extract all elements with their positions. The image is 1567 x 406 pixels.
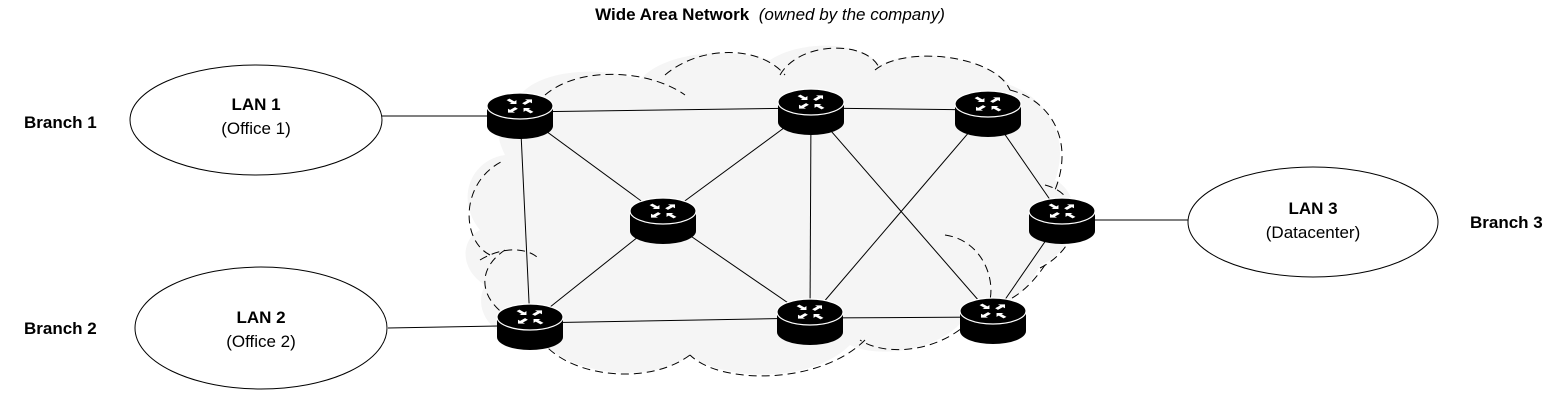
cloud-background xyxy=(465,45,1075,375)
cloud-outline-top xyxy=(544,73,686,96)
diagram-title: Wide Area Network (owned by the company) xyxy=(595,5,945,24)
cloud-outline-top4 xyxy=(874,55,1011,91)
routers xyxy=(486,88,1096,350)
title-main: Wide Area Network xyxy=(595,5,750,24)
lan-3-ellipse xyxy=(1187,166,1439,278)
title-sub: (owned by the company) xyxy=(759,5,945,24)
router-icon xyxy=(954,90,1022,137)
lan-2-desc: (Office 2) xyxy=(226,332,296,351)
cloud-outline-bottom-left xyxy=(544,344,691,375)
router-icon xyxy=(629,197,697,244)
lan-1: LAN 1 (Office 1) xyxy=(129,64,487,176)
router-icon xyxy=(959,297,1027,344)
cloud-outline-right2 xyxy=(1039,184,1075,269)
cloud-outline-bottom xyxy=(689,339,866,377)
cloud-outline-left xyxy=(468,159,506,256)
link-r-bottom-left-r-bottom-mid xyxy=(529,317,811,324)
branch-2-label: Branch 2 xyxy=(24,319,97,338)
cloud-outline-top2 xyxy=(664,52,786,76)
cloud-outline-inner xyxy=(944,234,992,301)
lan-1-desc: (Office 1) xyxy=(221,119,291,138)
lan-3: LAN 3 (Datacenter) xyxy=(1094,166,1439,278)
lan-2-link xyxy=(387,325,499,329)
branch-3-label: Branch 3 xyxy=(1470,213,1543,232)
cloud-outline-bottom-left2 xyxy=(484,249,511,319)
router-icon xyxy=(1028,197,1096,244)
lan-3-name: LAN 3 xyxy=(1288,199,1337,218)
cloud-outline-top3 xyxy=(779,47,881,76)
lan-2-name: LAN 2 xyxy=(236,308,285,327)
link-r-top-mid-r-bottom-mid xyxy=(809,107,812,319)
cloud-outline-left2 xyxy=(479,249,541,261)
lan-1-name: LAN 1 xyxy=(231,95,280,114)
link-r-top-left-r-bottom-left xyxy=(519,111,531,324)
router-icon xyxy=(776,298,844,345)
link-r-top-right-r-bottom-mid xyxy=(809,109,989,319)
router-icon xyxy=(777,88,845,135)
lan-2: LAN 2 (Office 2) xyxy=(134,266,499,390)
lan-2-ellipse xyxy=(134,266,388,390)
link-r-top-mid-r-bottom-right xyxy=(810,107,994,318)
link-r-top-left-r-top-mid xyxy=(519,107,812,113)
lan-1-ellipse xyxy=(129,64,383,176)
router-icon xyxy=(486,92,554,139)
router-icon xyxy=(496,303,564,350)
lan-3-desc: (Datacenter) xyxy=(1266,223,1360,242)
cloud-outline-right xyxy=(1009,89,1063,191)
branch-1-label: Branch 1 xyxy=(24,113,97,132)
wan-cloud xyxy=(465,45,1075,377)
